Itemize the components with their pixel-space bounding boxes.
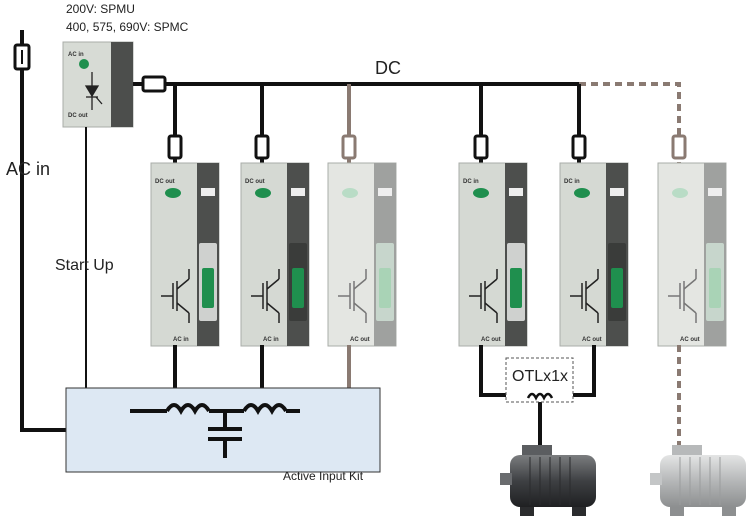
igbt-icon	[570, 269, 599, 323]
drive-module: AC out	[657, 162, 727, 347]
drive-module: DC out AC in	[240, 162, 310, 347]
ac-in-line	[20, 30, 66, 432]
status-led-icon	[79, 59, 89, 69]
rectifier-ac-in-label: AC in	[68, 52, 84, 58]
status-led-icon	[473, 188, 489, 198]
dc-drops	[173, 84, 681, 165]
drive-module: AC out	[327, 162, 397, 347]
motor-icon	[500, 445, 596, 516]
drive-top-label: DC in	[564, 179, 580, 185]
spmc-label: 400, 575, 690V: SPMC	[66, 20, 189, 34]
drive-top-label: DC out	[155, 179, 175, 185]
status-led-icon	[342, 188, 358, 198]
optional-motor-icon	[650, 445, 746, 516]
drive-bottom-label: AC out	[582, 337, 602, 343]
drive-bottom-label: AC in	[173, 337, 189, 343]
status-led-icon	[574, 188, 590, 198]
drive-bottom-label: AC out	[680, 337, 700, 343]
drive-top-label: DC out	[245, 179, 265, 185]
status-led-icon	[165, 188, 181, 198]
drive-module: DC in AC out	[559, 162, 629, 347]
drive-top-label: DC in	[463, 179, 479, 185]
drive-module: DC in AC out	[458, 162, 528, 347]
drive-bottom-label: AC out	[481, 337, 501, 343]
otl-label: OTLx1x	[512, 368, 568, 385]
start-up-label: Start Up	[55, 257, 114, 274]
kit-feed-lines	[173, 345, 351, 388]
drive-module: DC out AC in	[150, 162, 220, 347]
igbt-icon	[161, 269, 190, 323]
spmu-label: 200V: SPMU	[66, 2, 135, 16]
igbt-icon	[469, 269, 498, 323]
otl-filter: OTLx1x	[505, 357, 574, 403]
status-led-icon	[255, 188, 271, 198]
active-input-kit: Active Input Kit	[65, 387, 381, 483]
drive-bottom-label: AC out	[350, 337, 370, 343]
thyristor-icon	[84, 72, 103, 110]
dc-bus-label: DC	[375, 58, 401, 78]
lcl-filter-icon	[130, 403, 300, 458]
igbt-icon	[668, 269, 697, 323]
rectifier-module: AC in DC out	[62, 41, 134, 128]
active-input-kit-label: Active Input Kit	[283, 469, 364, 483]
optional-dc-extension	[579, 82, 681, 150]
inductor-icon	[526, 392, 554, 401]
drive-bottom-label: AC in	[263, 337, 279, 343]
ac-in-label: AC in	[6, 159, 50, 179]
igbt-icon	[338, 269, 367, 323]
drop-fuses	[167, 134, 687, 160]
rectifier-dc-out-label: DC out	[68, 113, 88, 119]
igbt-icon	[251, 269, 280, 323]
dc-fuse-icon	[141, 75, 167, 93]
status-led-icon	[672, 188, 688, 198]
